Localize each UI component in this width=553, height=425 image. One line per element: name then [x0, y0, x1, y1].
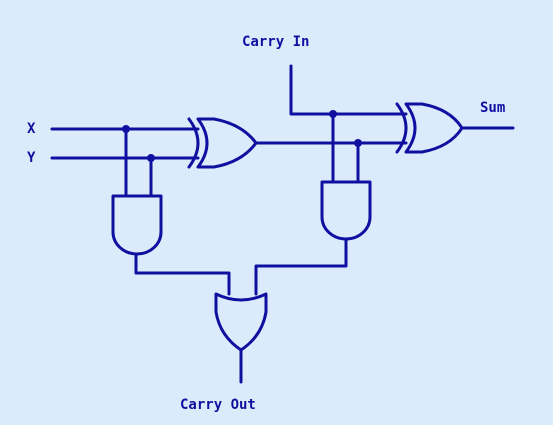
label-y: Y: [27, 150, 36, 166]
junctions: [122, 110, 362, 162]
wires: [50, 64, 515, 384]
wire-and1-to-or: [134, 252, 231, 296]
label-carry-in: Carry In: [242, 34, 309, 50]
and-gate-2: [320, 180, 372, 241]
label-carry-out: Carry Out: [180, 397, 256, 413]
and-gate-1: [111, 194, 163, 256]
wire-carry-in: [289, 64, 408, 116]
label-sum: Sum: [480, 100, 505, 116]
xor-gate-1: [187, 117, 258, 169]
junction-x: [122, 125, 130, 133]
xor-gate-2: [395, 102, 464, 154]
wire-and2-to-or: [254, 237, 348, 296]
label-x: X: [27, 121, 36, 137]
or-gate: [214, 292, 268, 352]
junction-carry-in: [329, 110, 337, 118]
junction-y: [147, 154, 155, 162]
junction-xor1-out: [354, 139, 362, 147]
